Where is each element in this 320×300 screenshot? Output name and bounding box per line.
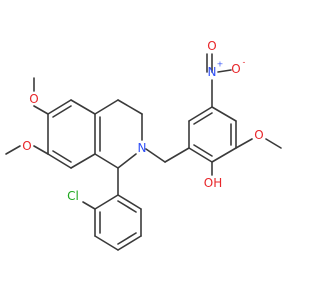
bond-layer [5,53,282,251]
bond [117,232,137,245]
bond [33,105,49,115]
bond [52,105,72,118]
bond [265,138,282,149]
atom-symbol: O [207,39,216,53]
atom-label-o-methoxy-7: O [22,139,31,153]
bond [217,69,232,73]
molecule-structure-diagram: O N + O - O OH N O O Cl [5,39,282,251]
bond [188,147,213,163]
bond [188,106,213,122]
bond [193,144,213,157]
bond [94,194,119,210]
atom-symbol: N [208,65,217,79]
bond [94,99,119,115]
bond [145,148,166,163]
atom-symbol: O [231,62,240,76]
charge-symbol: + [217,60,224,69]
atom-label-o-nitro-top: O [207,39,216,53]
bond [211,147,237,163]
bond [52,150,72,163]
charge-symbol: - [243,58,246,67]
bond [5,145,21,155]
atom-symbol: O [22,139,31,153]
atom-symbol: O [29,92,38,106]
bond [70,153,96,169]
bond [193,112,213,125]
atom-symbol: O [254,128,263,142]
atom-label-hydroxyl: OH [204,176,222,190]
bond [164,147,190,163]
bond [117,153,137,169]
bond [117,194,142,210]
atom-symbol: N [138,141,147,155]
atom-label-o-methoxy-aryl: O [254,128,263,142]
bond [117,99,143,115]
bond [211,106,237,122]
bond [94,153,119,169]
bond [70,99,96,115]
bond [235,138,253,149]
atom-label-chlorine: Cl [67,189,79,203]
atom-label-o-methoxy-6: O [29,92,38,106]
atom-label-n-ring: N [138,141,147,155]
bond [82,201,96,210]
bond [47,153,72,169]
bond [117,200,137,213]
bond [117,235,142,251]
atom-symbol: Cl [67,189,79,203]
bond [94,235,119,251]
atom-symbol: OH [204,176,222,190]
bond [33,145,49,155]
atom-label-o-nitro-right: O - [231,58,245,77]
bond [47,99,72,115]
atom-layer: O N + O - O OH N O O Cl [22,39,263,203]
atom-label-n-nitro: N + [208,60,224,80]
